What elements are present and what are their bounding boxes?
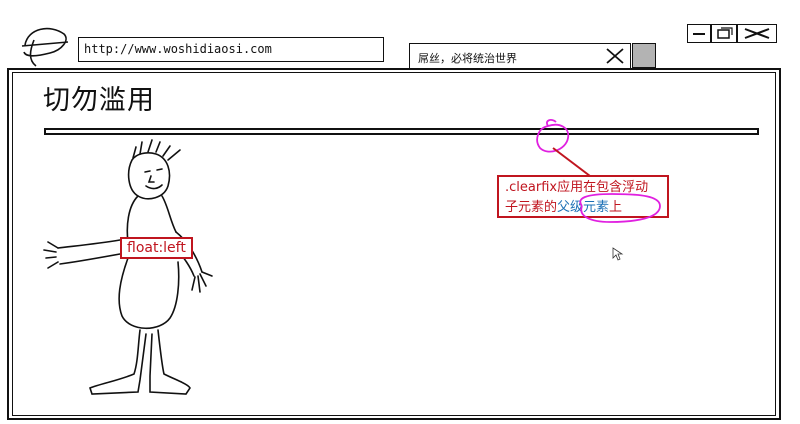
minimize-icon [693, 33, 705, 35]
maximize-button[interactable] [711, 24, 737, 43]
new-tab-button[interactable] [632, 43, 656, 68]
viewport-inner-frame [12, 72, 776, 416]
note-suffix: 上 [609, 200, 623, 215]
browser-tab[interactable] [409, 43, 631, 68]
close-button[interactable] [737, 24, 777, 43]
highlight-circle-marker [536, 119, 570, 153]
note-highlight: 父级元素 [557, 200, 610, 215]
float-left-label: float:left [120, 237, 193, 259]
address-url: http://www.woshidiaosi.com [84, 42, 272, 56]
tab-title: 屌丝，必将统治世界 [418, 52, 517, 65]
divider-bar [44, 128, 759, 135]
address-bar[interactable] [78, 37, 384, 62]
close-icon [744, 28, 770, 39]
maximize-icon [717, 27, 733, 39]
clearfix-note: .clearfix应用在包含浮动子元素的父级元素上 [497, 175, 669, 218]
viewport-frame [7, 68, 781, 420]
tab-close-icon[interactable] [604, 46, 626, 66]
minimize-button[interactable] [687, 24, 711, 43]
note-text: .clearfix应用在包含浮动子元素的 [505, 180, 649, 215]
page-title: 切勿滥用 [43, 85, 155, 116]
